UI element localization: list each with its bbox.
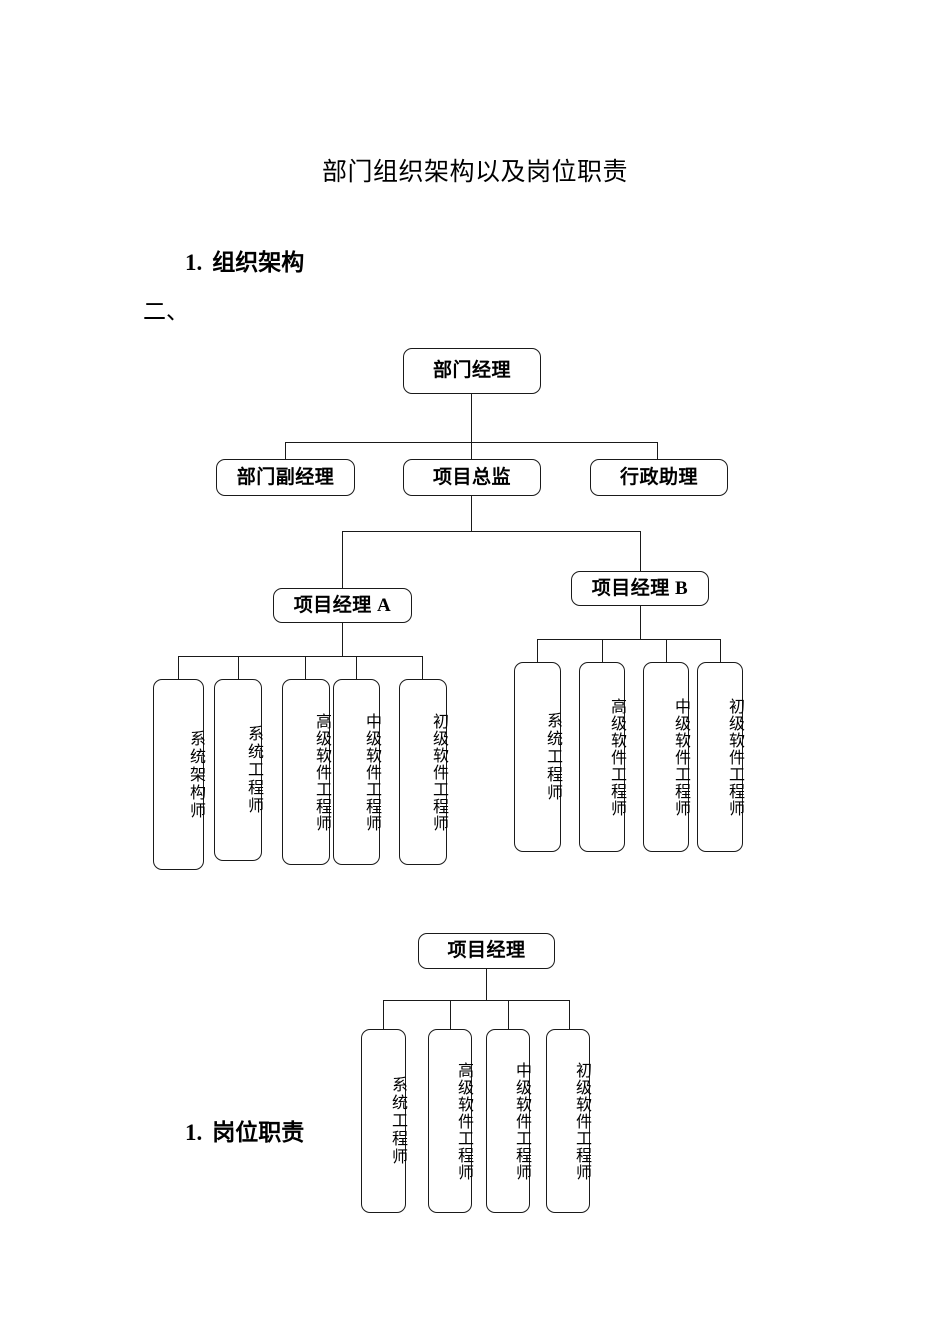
connector-drop-admin-assistant	[657, 442, 659, 460]
page-title: 部门组织架构以及岗位职责	[321, 159, 628, 186]
node-bottom-junior-software-engineer: 初级软件工程师	[546, 1029, 590, 1213]
node-a-senior-software-engineer: 高级软件工程师	[282, 679, 330, 865]
node-b-senior-software-engineer: 高级软件工程师	[579, 662, 625, 852]
node-deputy-department-manager: 部门副经理	[216, 459, 355, 496]
node-bottom-senior-software-engineer: 高级软件工程师	[428, 1029, 472, 1213]
section-heading-organization: 1. 组织架构	[185, 243, 304, 277]
connector-a-drop-5	[422, 656, 424, 679]
node-b-mid-software-engineer: 中级软件工程师	[643, 662, 689, 852]
node-department-manager: 部门经理	[403, 348, 541, 394]
node-a-system-engineer: 系统工程师	[214, 679, 262, 861]
connector-b-bus	[537, 639, 721, 641]
connector-bottom-drop-4	[569, 1000, 571, 1029]
section-label: 组织架构	[212, 250, 305, 275]
connector-b-drop-1	[537, 639, 539, 662]
connector-bottom-bus	[383, 1000, 570, 1002]
node-a-mid-software-engineer: 中级软件工程师	[333, 679, 380, 865]
connector-level2-bus	[342, 531, 641, 533]
node-bottom-project-manager: 项目经理	[418, 933, 555, 969]
connector-a-bus	[178, 656, 423, 658]
connector-b-stem	[640, 606, 642, 640]
connector-bottom-drop-1	[383, 1000, 385, 1029]
node-a-junior-software-engineer: 初级软件工程师	[399, 679, 447, 865]
connector-a-drop-2	[238, 656, 240, 679]
connector-a-drop-1	[178, 656, 180, 679]
connector-bottom-drop-3	[508, 1000, 510, 1029]
node-project-director: 项目总监	[403, 459, 541, 496]
connector-b-drop-2	[602, 639, 604, 662]
connector-bottom-stem	[486, 969, 488, 1001]
node-project-manager-b: 项目经理 B	[571, 571, 709, 606]
sub-section-label: 二、	[143, 299, 189, 324]
connector-b-drop-3	[666, 639, 668, 662]
connector-drop-project-manager-b	[640, 531, 642, 571]
connector-a-stem	[342, 623, 344, 657]
connector-drop-deputy-manager	[285, 442, 287, 460]
connector-drop-project-manager-a	[342, 531, 344, 588]
section-number: 1.	[185, 1120, 203, 1145]
connector-a-drop-3	[305, 656, 307, 679]
node-administrative-assistant: 行政助理	[590, 459, 728, 496]
section-label: 岗位职责	[212, 1120, 305, 1145]
node-bottom-mid-software-engineer: 中级软件工程师	[486, 1029, 530, 1213]
section-number: 1.	[185, 250, 203, 275]
connector-director-stem	[471, 496, 473, 532]
section-heading-responsibilities: 1. 岗位职责	[185, 1113, 304, 1147]
node-b-junior-software-engineer: 初级软件工程师	[697, 662, 743, 852]
connector-a-drop-4	[356, 656, 358, 679]
connector-drop-project-director	[471, 442, 473, 460]
connector-bottom-drop-2	[450, 1000, 452, 1029]
connector-root-stem	[471, 394, 473, 443]
node-bottom-system-engineer: 系统工程师	[361, 1029, 406, 1213]
node-a-system-architect: 系统架构师	[153, 679, 204, 870]
node-b-system-engineer: 系统工程师	[514, 662, 561, 852]
node-project-manager-a: 项目经理 A	[273, 588, 412, 623]
connector-b-drop-4	[720, 639, 722, 662]
